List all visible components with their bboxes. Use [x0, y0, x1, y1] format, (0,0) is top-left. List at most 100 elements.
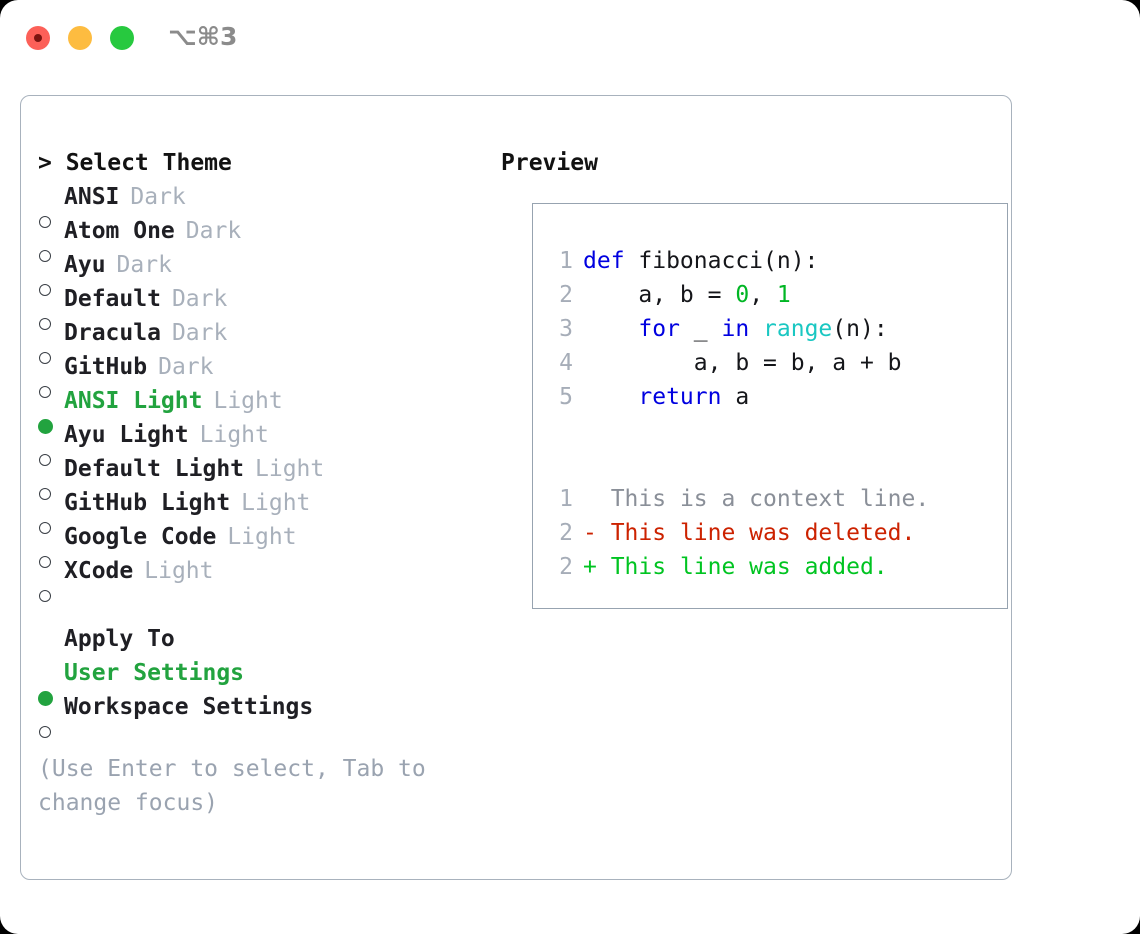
apply-to-item[interactable]: User Settings	[38, 656, 488, 706]
line-number: 5	[559, 384, 573, 410]
list-spacer	[38, 588, 488, 622]
theme-name-label: ANSI	[64, 184, 120, 210]
diff-marker: +	[583, 554, 597, 580]
code-token-identifier	[583, 384, 638, 410]
theme-list-item[interactable]: ANSI Dark	[38, 180, 488, 228]
code-line-text: for _ in range(n):	[573, 316, 888, 342]
diff-line: 1 This is a context line.	[547, 482, 929, 516]
apply-to-label: User Settings	[64, 660, 245, 686]
theme-variant-label: Dark	[171, 286, 228, 312]
apply-to-heading: Apply To	[64, 626, 175, 652]
theme-variant-label: Dark	[185, 218, 242, 244]
code-blank-line	[547, 414, 929, 448]
apply-to-label: Workspace Settings	[64, 694, 314, 720]
title-bar: ⌥⌘3	[0, 0, 1140, 78]
code-line: 4 a, b = b, a + b	[547, 346, 929, 380]
theme-variant-label: Dark	[130, 184, 186, 210]
code-token-identifier: ,	[749, 282, 777, 308]
theme-list-item[interactable]: Google Code Light	[38, 520, 488, 568]
code-line-text: def fibonacci(n):	[573, 248, 818, 274]
theme-name-label: ANSI Light	[64, 388, 203, 414]
diff-line-text: This is a context line.	[573, 486, 930, 512]
line-number: 3	[559, 316, 573, 342]
code-token-identifier: fibonacci(n):	[624, 248, 819, 274]
diff-text: This line was deleted.	[596, 520, 916, 546]
maximize-button-icon[interactable]	[110, 26, 134, 50]
code-token-identifier: a	[721, 384, 750, 410]
select-theme-heading: > Select Theme	[38, 150, 232, 176]
diff-line: 2 + This line was added.	[547, 550, 929, 584]
theme-variant-label: Dark	[171, 320, 228, 346]
code-token-identifier: a, b = b, a + b	[583, 350, 902, 376]
apply-to-item[interactable]: Workspace Settings	[38, 690, 488, 738]
diff-line-number: 2	[559, 554, 573, 580]
theme-name-label: Ayu Light	[64, 422, 189, 448]
diff-marker	[583, 486, 597, 512]
theme-variant-label: Dark	[158, 354, 214, 380]
diff-line-number: 2	[559, 520, 573, 546]
theme-variant-label: Light	[213, 388, 283, 414]
line-number: 4	[559, 350, 573, 376]
theme-name-label: Google Code	[64, 524, 217, 550]
theme-list-item[interactable]: ANSI Light Light	[38, 384, 488, 434]
line-number: 1	[559, 248, 573, 274]
theme-name-label: GitHub	[64, 354, 148, 380]
code-line-text: return a	[573, 384, 749, 410]
code-token-keyword: return	[638, 384, 722, 410]
diff-text: This line was added.	[596, 554, 888, 580]
theme-name-label: GitHub Light	[64, 490, 231, 516]
preview-heading: Preview	[501, 150, 598, 176]
theme-list-item[interactable]: GitHub Dark	[38, 350, 488, 398]
theme-list-item[interactable]: Default Dark	[38, 282, 488, 330]
code-token-identifier	[583, 316, 638, 342]
theme-variant-label: Light	[227, 524, 297, 550]
theme-list-item[interactable]: Atom One Dark	[38, 214, 488, 262]
hint-spacer	[38, 724, 488, 752]
diff-line: 2- This line was deleted.	[547, 516, 929, 550]
code-token-identifier: a, b =	[583, 282, 736, 308]
code-token-function: range	[763, 316, 833, 342]
code-token-keyword: in	[721, 316, 750, 342]
minimize-button-icon[interactable]	[68, 26, 92, 50]
code-line: 2 a, b = 0, 1	[547, 278, 929, 312]
close-button-icon[interactable]	[26, 26, 50, 50]
theme-list-item[interactable]: Ayu Dark	[38, 248, 488, 296]
code-line-text: a, b = 0, 1	[573, 282, 790, 308]
code-line: 3 for _ in range(n):	[547, 312, 929, 346]
code-token-identifier: (n):	[832, 316, 888, 342]
code-blank-line	[547, 448, 929, 482]
code-token-number: 0	[735, 282, 750, 308]
theme-name-label: Atom One	[64, 218, 175, 244]
traffic-light-group	[26, 26, 134, 50]
code-line-text: a, b = b, a + b	[573, 350, 902, 376]
diff-line-text: - This line was deleted.	[573, 520, 915, 546]
code-token-keyword: for	[638, 316, 680, 342]
theme-variant-label: Dark	[116, 252, 172, 278]
code-line: 5 return a	[547, 380, 929, 414]
theme-name-label: Ayu	[64, 252, 106, 278]
theme-name-label: Default	[64, 286, 161, 312]
theme-variant-label: Light	[144, 558, 214, 584]
diff-text: This is a context line.	[596, 486, 930, 512]
line-number: 2	[559, 282, 573, 308]
theme-name-label: Default Light	[64, 456, 245, 482]
theme-list-item[interactable]: XCode Light	[38, 554, 488, 602]
keyboard-shortcut-label: ⌥⌘3	[168, 22, 238, 51]
code-token-identifier	[749, 316, 763, 342]
theme-name-label: XCode	[64, 558, 134, 584]
code-token-identifier: _	[679, 316, 722, 342]
diff-line-number: 1	[559, 486, 573, 512]
